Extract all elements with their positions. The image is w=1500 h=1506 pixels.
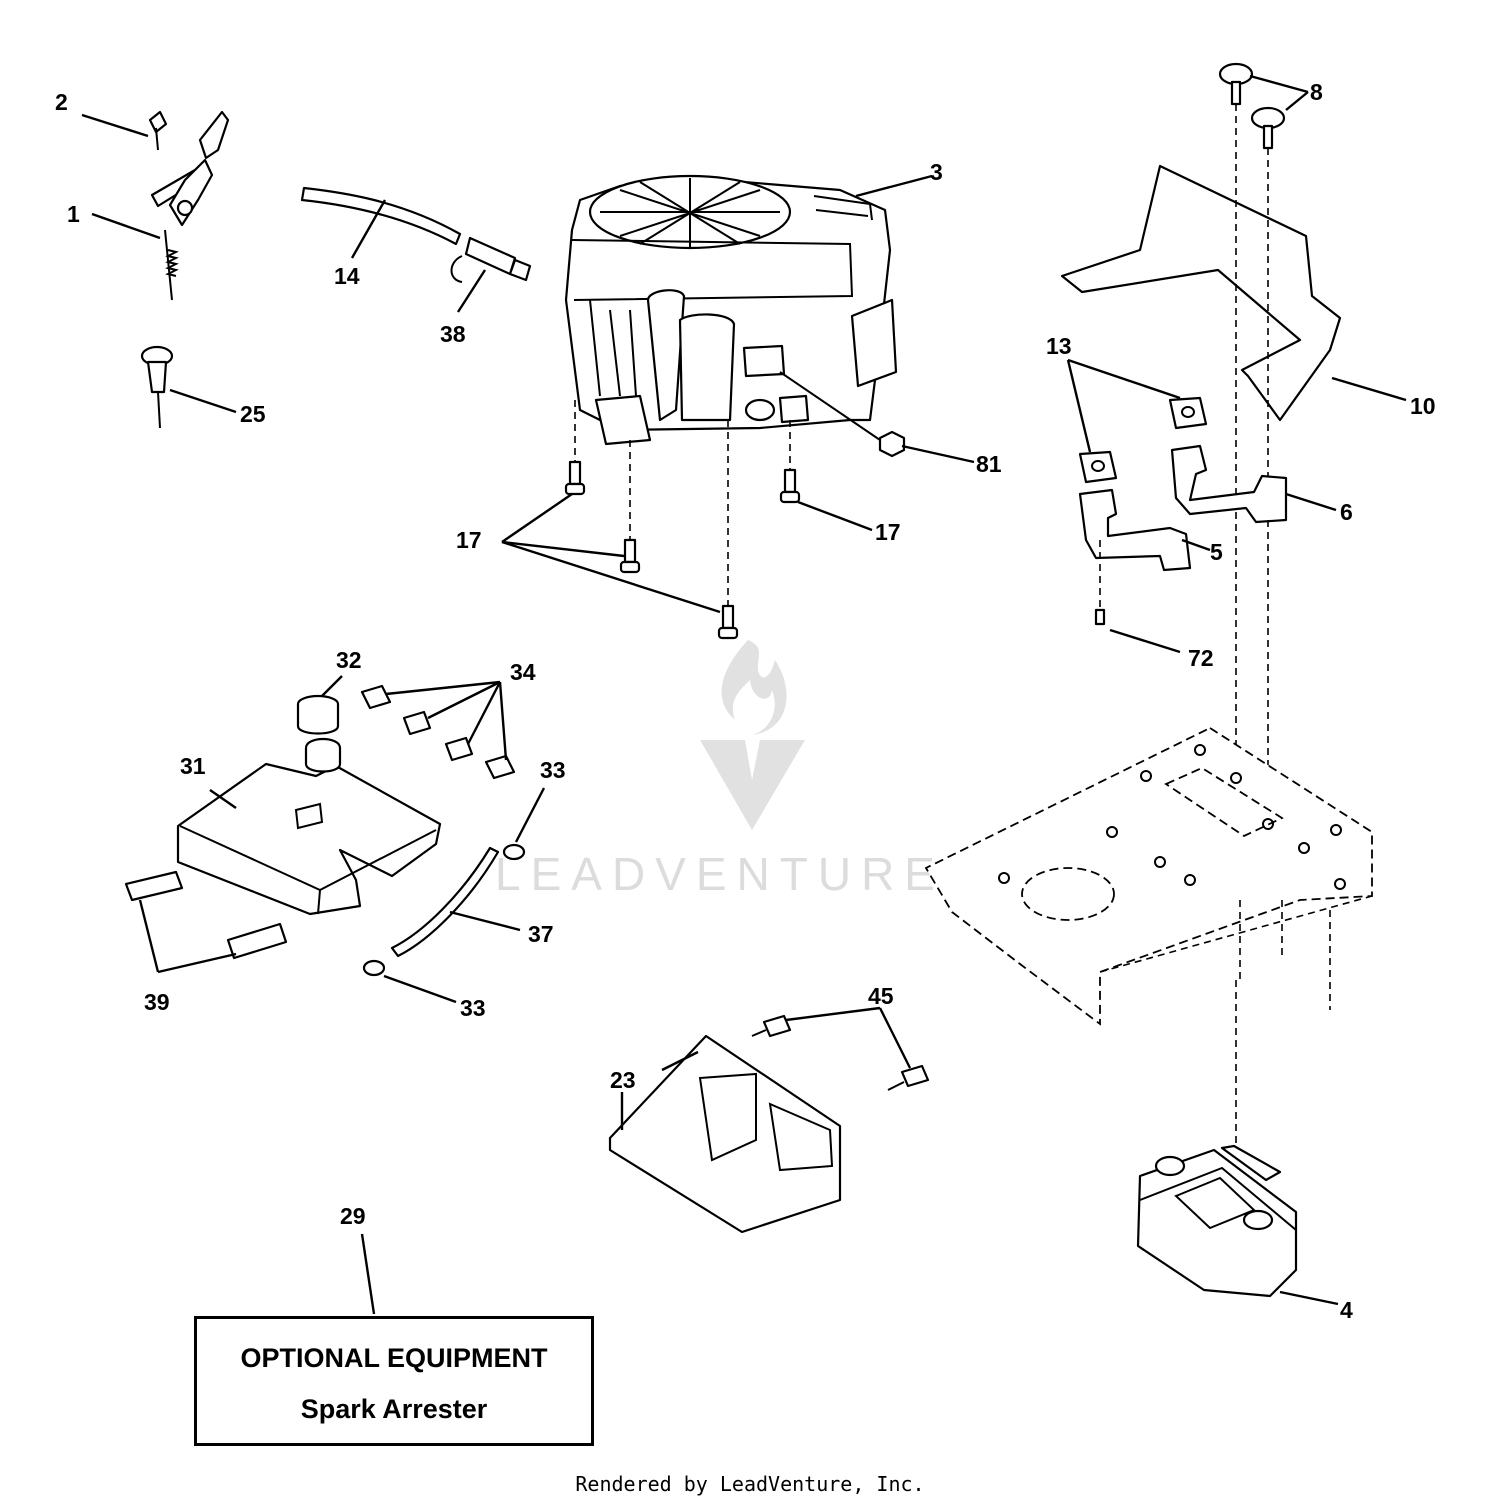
part-label-4: 4	[1340, 1297, 1353, 1323]
choke-knob	[140, 345, 174, 429]
bolt-72	[1094, 608, 1106, 626]
part-label-10: 10	[1410, 393, 1436, 419]
part-label-31: 31	[180, 753, 206, 779]
part-label-33-top: 33	[540, 757, 566, 783]
watermark-logo: LEADVENTURE	[495, 640, 945, 900]
watermark-text: LEADVENTURE	[495, 848, 945, 900]
part-label-14: 14	[334, 263, 360, 289]
exhaust-pipe-5	[1078, 488, 1192, 572]
part-label-17-right: 17	[875, 519, 901, 545]
part-label-33-bottom: 33	[460, 995, 486, 1021]
exhaust-gaskets	[1078, 396, 1208, 484]
tank-pads-39	[124, 870, 288, 960]
part-label-25: 25	[240, 401, 266, 427]
fuel-line	[390, 846, 500, 958]
part-label-29: 29	[340, 1203, 366, 1229]
part-label-1: 1	[67, 201, 80, 227]
fuel-tank	[176, 762, 442, 916]
fuel-fitting	[450, 236, 532, 283]
exhaust-pipe-6	[1170, 444, 1288, 524]
part-label-2: 2	[55, 89, 68, 115]
clamp-bottom	[362, 959, 386, 977]
part-label-8: 8	[1310, 79, 1323, 105]
part-label-32: 32	[336, 647, 362, 673]
nut-81	[878, 430, 906, 458]
fuel-hose	[300, 186, 462, 246]
part-label-34: 34	[510, 659, 536, 685]
heat-shield	[1060, 164, 1342, 422]
engine	[564, 174, 898, 446]
engine-plate	[608, 1034, 842, 1234]
part-label-38: 38	[440, 321, 466, 347]
part-label-72: 72	[1188, 645, 1214, 671]
throttle-control-assembly	[148, 110, 230, 301]
fuel-cap	[296, 694, 340, 735]
part-label-17-left: 17	[456, 527, 482, 553]
clamp-top	[502, 843, 526, 861]
part-label-39: 39	[144, 989, 170, 1015]
part-label-81: 81	[976, 451, 1002, 477]
optional-equipment-title: OPTIONAL EQUIPMENT	[240, 1343, 548, 1373]
part-label-6: 6	[1340, 499, 1353, 525]
part-label-23: 23	[610, 1067, 636, 1093]
plate-bolts	[751, 1014, 930, 1091]
optional-equipment-box: OPTIONAL EQUIPMENT Spark Arrester	[194, 1316, 594, 1446]
tank-pads-34	[360, 684, 516, 780]
tractor-frame	[924, 726, 1373, 1026]
part-label-37: 37	[528, 921, 554, 947]
muffler	[1136, 1144, 1298, 1298]
part-label-45: 45	[868, 983, 894, 1009]
part-label-13: 13	[1046, 333, 1072, 359]
footer-credit: Rendered by LeadVenture, Inc.	[575, 1472, 925, 1496]
part-label-5: 5	[1210, 539, 1223, 565]
part-label-3: 3	[930, 159, 943, 185]
engine-mount-bolts	[564, 400, 801, 640]
optional-equipment-subtitle: Spark Arrester	[300, 1394, 488, 1424]
